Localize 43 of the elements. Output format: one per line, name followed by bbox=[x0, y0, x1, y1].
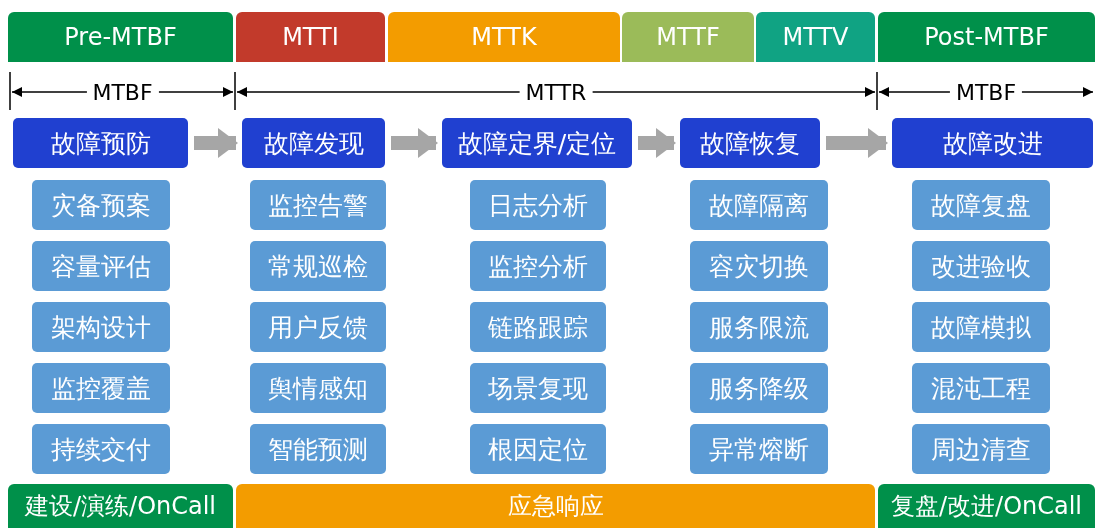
task-box: 舆情感知 bbox=[250, 363, 386, 413]
activity-bar: 建设/演练/OnCall bbox=[8, 484, 233, 528]
task-box: 周边清查 bbox=[912, 424, 1050, 474]
phase-bar: Pre-MTBF bbox=[8, 12, 233, 62]
stage-box: 故障改进 bbox=[892, 118, 1093, 168]
arrow bbox=[391, 128, 438, 158]
stage-box: 故障发现 bbox=[242, 118, 385, 168]
arrow bbox=[638, 128, 676, 158]
stage-box: 故障定界/定位 bbox=[442, 118, 632, 168]
phase-bar: MTTK bbox=[388, 12, 620, 62]
task-box: 故障模拟 bbox=[912, 302, 1050, 352]
task-box: 常规巡检 bbox=[250, 241, 386, 291]
task-box: 用户反馈 bbox=[250, 302, 386, 352]
arrow bbox=[826, 128, 888, 158]
task-box: 监控覆盖 bbox=[32, 363, 170, 413]
task-box: 链路跟踪 bbox=[470, 302, 606, 352]
task-box: 混沌工程 bbox=[912, 363, 1050, 413]
task-box: 持续交付 bbox=[32, 424, 170, 474]
stage-box: 故障恢复 bbox=[680, 118, 820, 168]
task-box: 场景复现 bbox=[470, 363, 606, 413]
task-box: 改进验收 bbox=[912, 241, 1050, 291]
task-box: 架构设计 bbox=[32, 302, 170, 352]
task-box: 服务降级 bbox=[690, 363, 828, 413]
activity-bar: 复盘/改进/OnCall bbox=[878, 484, 1095, 528]
phase-bar: MTTV bbox=[756, 12, 875, 62]
task-box: 灾备预案 bbox=[32, 180, 170, 230]
phase-bar: MTTI bbox=[236, 12, 385, 62]
task-box: 智能预测 bbox=[250, 424, 386, 474]
task-box: 故障复盘 bbox=[912, 180, 1050, 230]
activity-bar: 应急响应 bbox=[236, 484, 875, 528]
task-box: 根因定位 bbox=[470, 424, 606, 474]
task-box: 容量评估 bbox=[32, 241, 170, 291]
phase-bar: Post-MTBF bbox=[878, 12, 1095, 62]
phase-bar: MTTF bbox=[622, 12, 754, 62]
task-box: 服务限流 bbox=[690, 302, 828, 352]
task-box: 监控告警 bbox=[250, 180, 386, 230]
stage-box: 故障预防 bbox=[13, 118, 188, 168]
arrow bbox=[194, 128, 238, 158]
task-box: 监控分析 bbox=[470, 241, 606, 291]
task-box: 故障隔离 bbox=[690, 180, 828, 230]
task-box: 异常熔断 bbox=[690, 424, 828, 474]
task-box: 日志分析 bbox=[470, 180, 606, 230]
task-box: 容灾切换 bbox=[690, 241, 828, 291]
